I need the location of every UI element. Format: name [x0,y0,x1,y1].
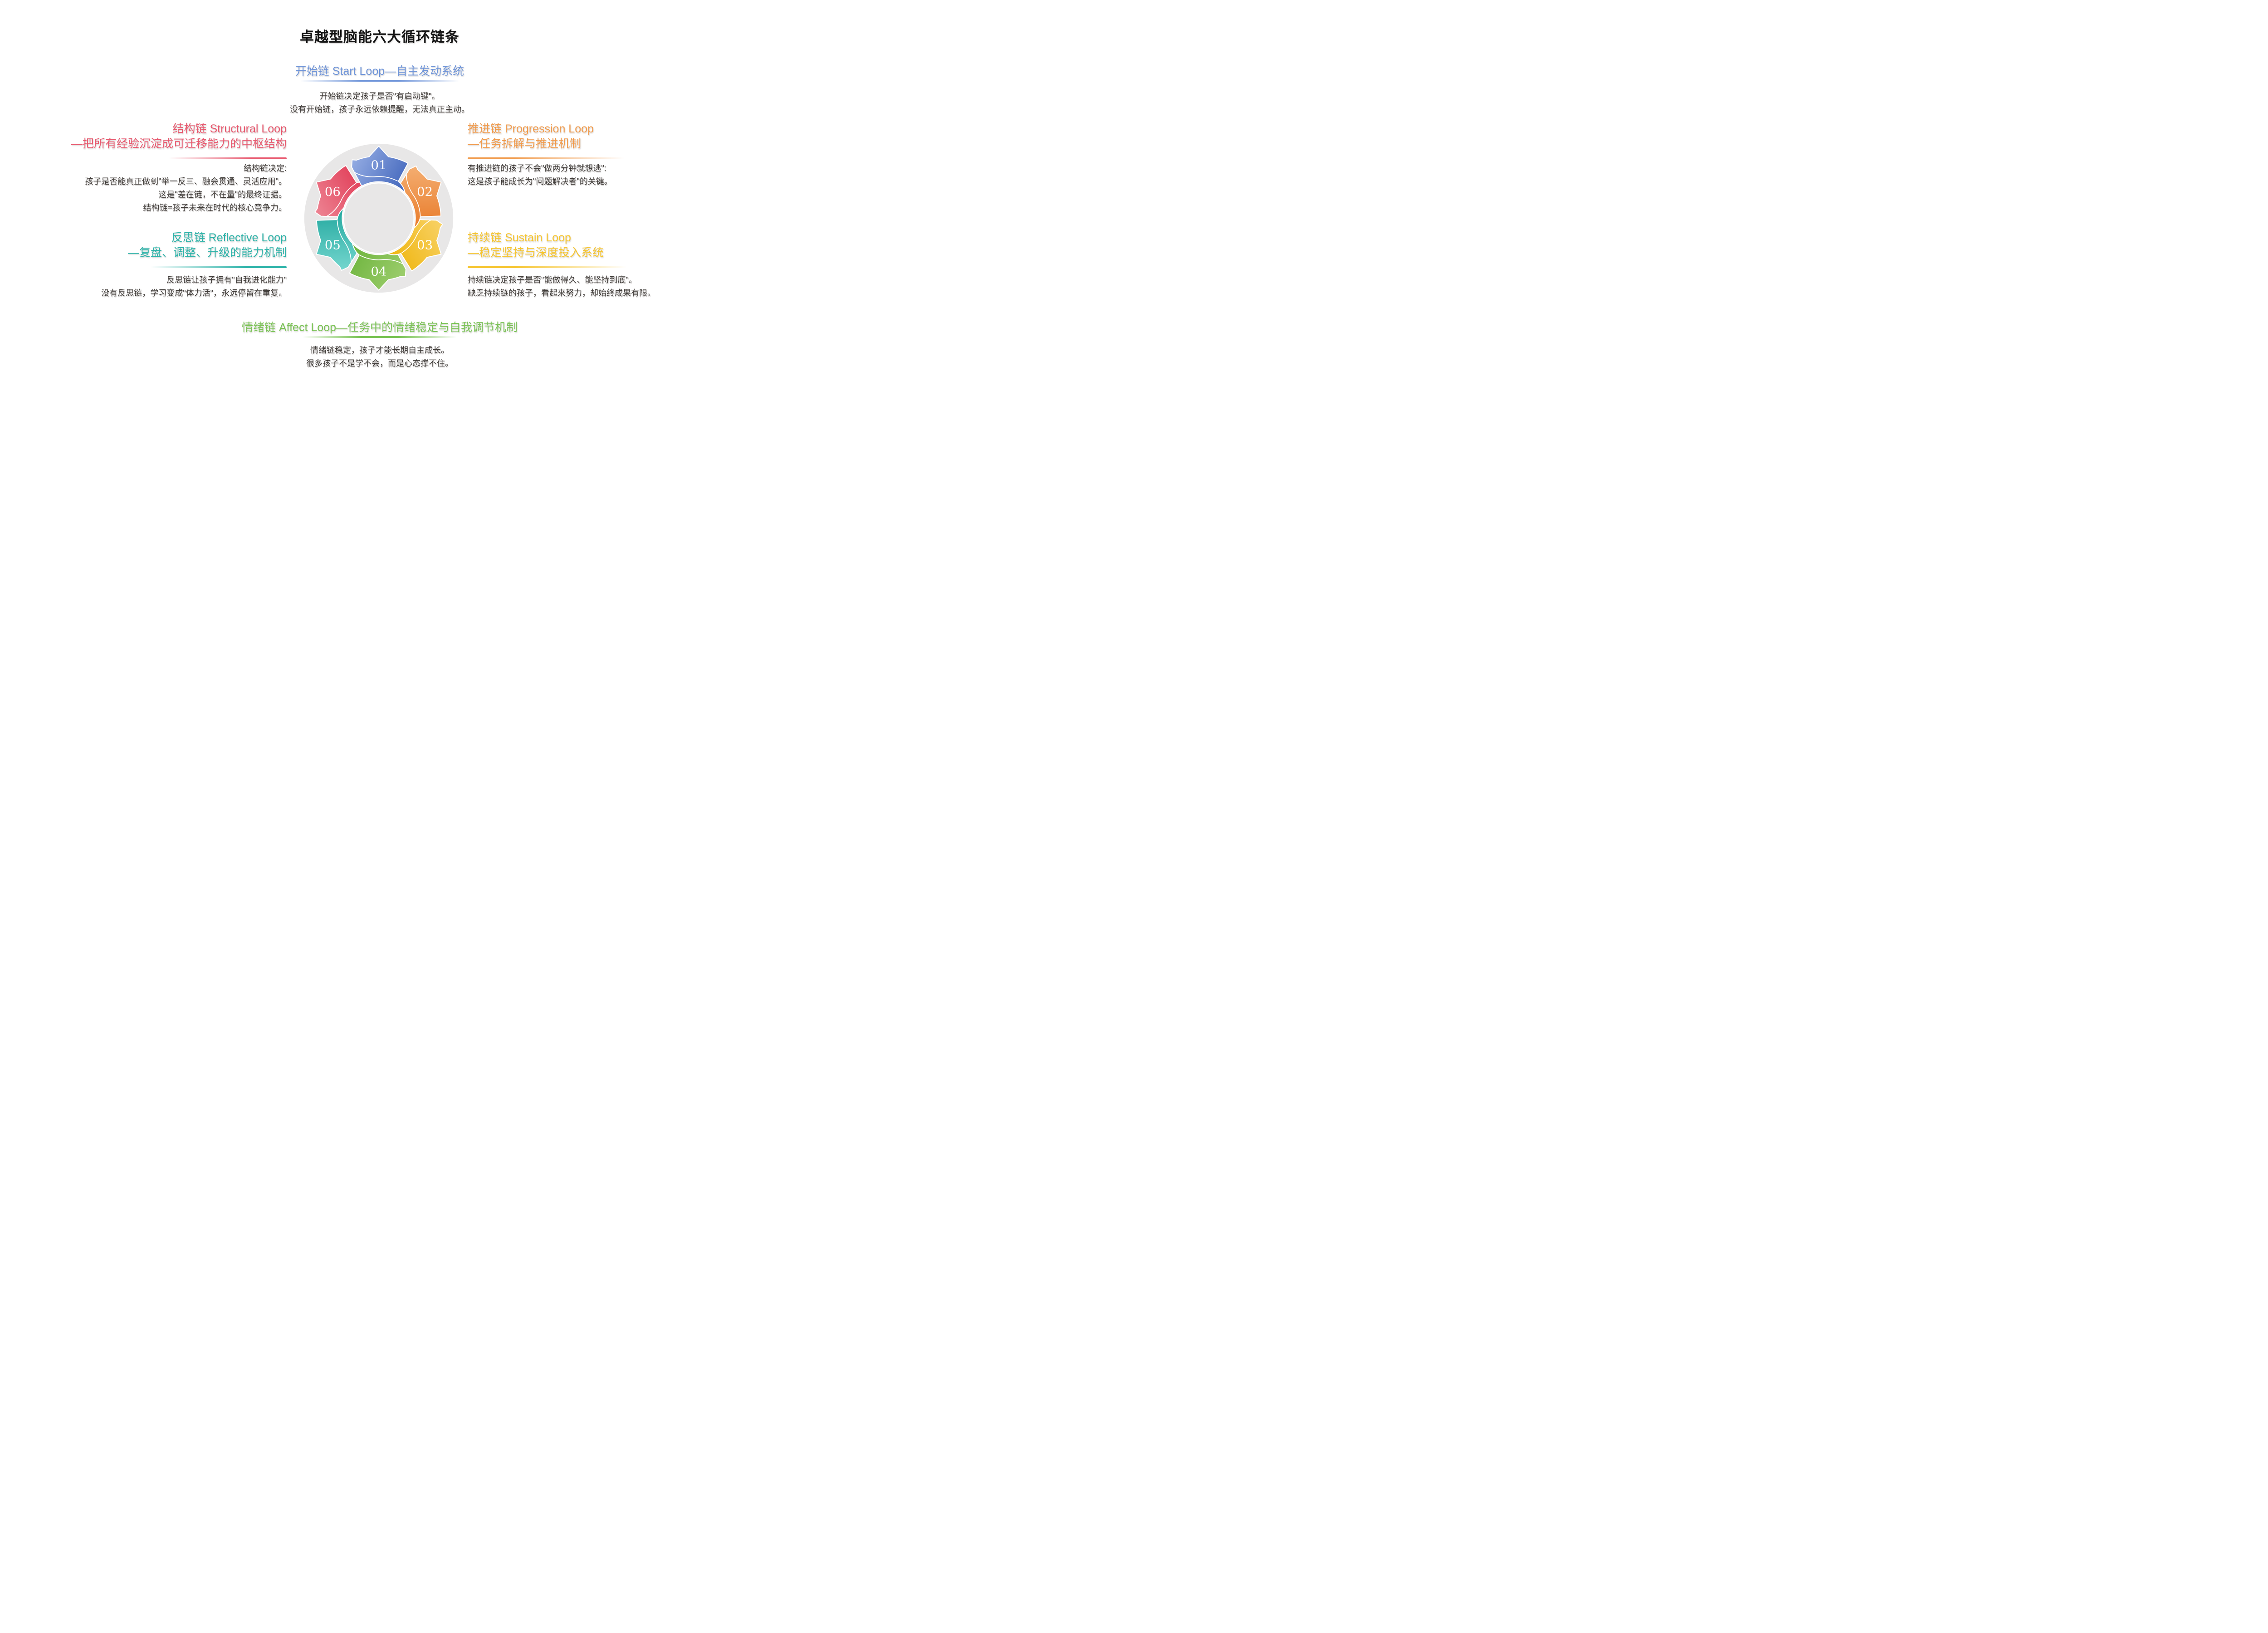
structural-heading-line1: 结构链 Structural Loop [172,122,287,135]
reflective-heading-line1: 反思链 Reflective Loop [171,231,287,244]
wheel-number-02: 02 [417,185,433,199]
wheel-number-04: 04 [371,264,386,279]
sustain-loop-underline [468,266,626,268]
wheel-segment-02 [397,165,442,229]
progression-loop-underline [468,157,624,159]
structural-loop-description: 结构链决定: 孩子是否能真正做到"举一反三、融会贯通、灵活应用"。 这是"差在链… [0,162,287,215]
structural-loop-line: 这是"差在链，不在量"的最终证据。 [158,190,287,199]
reflective-loop-line: 反思链让孩子拥有"自我进化能力" [166,275,287,284]
structural-heading-line2: —把所有经验沉淀成可迁移能力的中枢结构 [71,137,287,150]
start-loop-heading: 开始链 Start Loop—自主发动系统 [295,65,464,78]
progression-heading-line1: 推进链 Progression Loop [468,122,594,135]
section-structural-loop: 结构链 Structural Loop —把所有经验沉淀成可迁移能力的中枢结构 … [0,122,287,215]
sustain-heading-line1: 持续链 Sustain Loop [468,231,571,244]
sustain-loop-heading: 持续链 Sustain Loop —稳定坚持与深度投入系统 [468,230,722,260]
start-loop-underline [300,80,459,82]
wheel-segment-03 [387,219,443,272]
sustain-loop-line: 持续链决定孩子是否"能做得久、能坚持到底"。 [468,275,637,284]
progression-loop-line: 有推进链的孩子不会"做两分钟就想逃": [468,164,606,173]
start-loop-line: 开始链决定孩子是否"有启动键"。 [319,92,440,101]
wheel-segment-fold-line [406,174,421,216]
loop-wheel: 01 02 03 04 05 06 [302,142,455,295]
affect-loop-line: 很多孩子不是学不会，而是心态撑不住。 [306,359,453,368]
start-loop-line: 没有开始链，孩子永远依赖提醒，无法真正主动。 [290,105,469,114]
reflective-loop-line: 没有反思链，学习变成"体力活"，永远停留在重复。 [101,288,287,298]
progression-loop-description: 有推进链的孩子不会"做两分钟就想逃": 这是孩子能成长为"问题解决者"的关键。 [468,162,722,188]
progression-loop-heading: 推进链 Progression Loop —任务拆解与推进机制 [468,122,722,152]
wheel-segment-05 [316,207,360,271]
structural-loop-line: 孩子是否能真正做到"举一反三、融会贯通、灵活应用"。 [85,177,287,186]
wheel-segment-04 [349,243,406,291]
reflective-loop-underline [151,266,287,268]
wheel-segment-fold-line [326,183,357,217]
section-progression-loop: 推进链 Progression Loop —任务拆解与推进机制 有推进链的孩子不… [468,122,722,188]
wheel-number-03: 03 [417,238,433,252]
start-loop-description: 开始链决定孩子是否"有启动键"。 没有开始链，孩子永远依赖提醒，无法真正主动。 [108,90,652,116]
structural-loop-underline [169,157,287,159]
structural-loop-heading: 结构链 Structural Loop —把所有经验沉淀成可迁移能力的中枢结构 [0,122,287,152]
section-affect-loop: 情绪链 Affect Loop—任务中的情绪稳定与自我调节机制 情绪链稳定，孩子… [108,321,652,370]
infographic-page: 卓越型脑能六大循环链条 开始链 Start Loop—自主发动系统 开始链决定孩… [0,0,726,408]
affect-loop-line: 情绪链稳定，孩子才能长期自主成长。 [310,346,449,355]
wheel-segment-fold-line [354,171,398,182]
affect-loop-heading: 情绪链 Affect Loop—任务中的情绪稳定与自我调节机制 [242,321,518,334]
progression-loop-line: 这是孩子能成长为"问题解决者"的关键。 [468,177,612,186]
wheel-number-06: 06 [325,185,341,199]
wheel-segment-01 [351,146,409,193]
wheel-segment-fold-line [359,254,404,265]
reflective-loop-description: 反思链让孩子拥有"自我进化能力" 没有反思链，学习变成"体力活"，永远停留在重复… [0,274,287,300]
wheel-number-05: 05 [325,238,341,252]
wheel-center-circle [343,182,415,254]
page-title: 卓越型脑能六大循环链条 [300,29,459,45]
section-start-loop: 开始链 Start Loop—自主发动系统 开始链决定孩子是否"有启动键"。 没… [108,64,652,116]
reflective-heading-line2: —复盘、调整、升级的能力机制 [127,246,287,259]
section-reflective-loop: 反思链 Reflective Loop —复盘、调整、升级的能力机制 反思链让孩… [0,230,287,300]
sustain-loop-description: 持续链决定孩子是否"能做得久、能坚持到底"。 缺乏持续链的孩子，看起来努力，却始… [468,274,722,300]
reflective-loop-heading: 反思链 Reflective Loop —复盘、调整、升级的能力机制 [0,230,287,260]
affect-loop-underline [303,336,457,338]
wheel-number-01: 01 [371,158,386,172]
progression-heading-line2: —任务拆解与推进机制 [468,137,582,150]
sustain-loop-line: 缺乏持续链的孩子，看起来努力，却始终成果有限。 [468,288,655,298]
section-sustain-loop: 持续链 Sustain Loop —稳定坚持与深度投入系统 持续链决定孩子是否"… [468,230,722,300]
wheel-segment-fold-line [337,220,352,263]
sustain-heading-line2: —稳定坚持与深度投入系统 [468,246,604,259]
structural-loop-line: 结构链决定: [243,164,287,173]
wheel-segment-fold-line [401,220,431,254]
affect-loop-description: 情绪链稳定，孩子才能长期自主成长。 很多孩子不是学不会，而是心态撑不住。 [108,344,652,370]
loop-wheel-graphic: 01 02 03 04 05 06 [304,143,454,293]
structural-loop-line: 结构链=孩子未来在时代的核心竞争力。 [143,203,287,212]
